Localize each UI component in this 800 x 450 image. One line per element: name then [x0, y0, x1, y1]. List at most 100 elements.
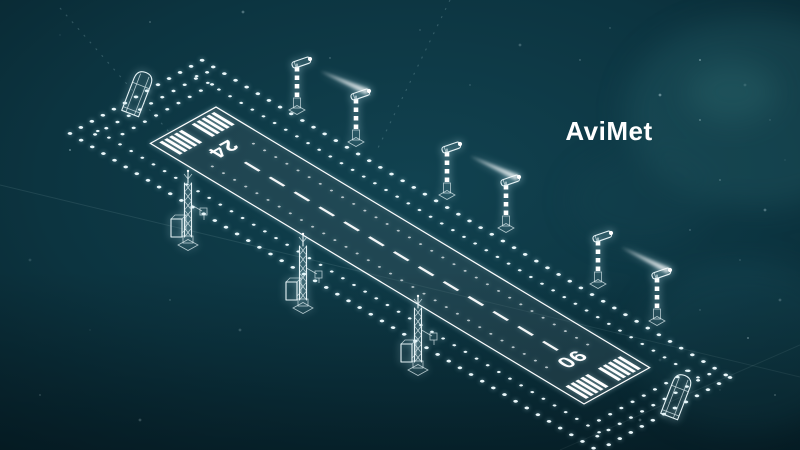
light-dot: [78, 126, 84, 129]
light-dot: [545, 266, 550, 270]
light-dot: [363, 290, 367, 293]
light-dot: [727, 376, 733, 379]
light-dot: [707, 372, 712, 376]
threshold-stripe: [580, 376, 604, 391]
light-dot: [196, 190, 200, 193]
light-dot: [234, 232, 240, 236]
light-dot: [123, 165, 129, 169]
threshold-stripe: [570, 382, 594, 397]
light-dot: [385, 223, 389, 225]
light-dot: [607, 322, 611, 325]
light-dot: [221, 172, 226, 175]
light-dot: [489, 232, 495, 236]
light-dot: [251, 223, 256, 226]
light-dot: [511, 246, 517, 250]
light-dot: [650, 418, 656, 422]
light-dot: [723, 373, 729, 377]
light-dot: [361, 175, 366, 178]
light-dot: [95, 129, 100, 133]
light-dot: [133, 95, 139, 99]
light-dot: [261, 115, 266, 118]
light-dot: [366, 159, 372, 163]
light-dot: [619, 406, 624, 410]
light-dot: [428, 215, 433, 218]
light-dot: [368, 312, 374, 316]
light-dot: [352, 203, 356, 205]
light-dot: [496, 370, 501, 374]
light-dot: [279, 259, 284, 263]
light-dot: [678, 346, 684, 350]
light-dot: [205, 71, 210, 74]
light-dot: [222, 72, 227, 75]
threshold-stripe: [565, 384, 589, 399]
light-dot: [597, 431, 601, 434]
light-dot: [628, 431, 634, 434]
light-dot: [366, 259, 370, 262]
light-dot: [705, 388, 711, 392]
light-dot: [379, 319, 385, 323]
light-dot: [468, 373, 474, 376]
brand-label: AviMet: [565, 116, 652, 146]
light-dot: [522, 253, 528, 256]
light-dot: [274, 156, 278, 158]
light-dot: [295, 135, 299, 138]
light-dot: [535, 413, 541, 417]
light-dot: [239, 101, 244, 104]
light-dot: [312, 279, 318, 283]
light-dot: [199, 58, 205, 62]
light-dot: [608, 413, 613, 416]
light-dot: [563, 411, 568, 414]
light-dot: [628, 416, 633, 419]
light-dot: [467, 219, 472, 223]
light-dot: [217, 88, 221, 91]
light-dot: [228, 95, 232, 98]
light-dot: [142, 120, 147, 123]
light-dot: [296, 169, 300, 172]
light-dot: [129, 149, 134, 153]
light-dot: [617, 422, 622, 425]
threshold-stripe: [178, 129, 203, 144]
light-dot: [534, 259, 539, 263]
light-dot: [89, 145, 95, 149]
light-dot: [508, 377, 512, 380]
light-dot: [578, 286, 584, 290]
light-dot: [497, 290, 501, 292]
light-dot: [589, 293, 595, 296]
light-dot: [411, 186, 417, 189]
sensor-light-beam: [320, 71, 370, 95]
light-dot: [346, 299, 351, 303]
light-dot: [446, 359, 452, 363]
light-dot: [255, 192, 259, 195]
light-dot: [101, 152, 106, 155]
light-dot: [406, 202, 411, 205]
light-dot: [417, 208, 422, 212]
threshold-stripe: [206, 114, 230, 129]
light-dot: [194, 75, 199, 78]
light-dot: [502, 393, 507, 396]
light-dot: [452, 263, 456, 266]
light-dot: [462, 235, 466, 238]
light-dot: [439, 222, 444, 225]
light-dot: [288, 212, 292, 215]
light-dot: [160, 95, 165, 99]
light-dot: [318, 182, 322, 185]
light-dot: [229, 210, 234, 213]
light-dot: [205, 81, 210, 84]
light-dot: [118, 143, 122, 146]
light-dot: [377, 265, 381, 268]
light-dot: [171, 89, 176, 93]
light-dot: [500, 339, 504, 342]
light-dot: [201, 212, 207, 216]
light-dot: [210, 65, 216, 69]
light-dot: [667, 340, 673, 343]
light-dot: [645, 326, 651, 330]
light-dot: [485, 283, 489, 286]
light-dot: [374, 297, 379, 300]
light-dot: [115, 120, 120, 124]
light-dot: [640, 342, 645, 346]
light-dot: [355, 152, 361, 156]
sensor-equipment: [121, 56, 694, 421]
light-dot: [263, 149, 267, 152]
light-dot: [395, 195, 400, 198]
light-dot: [584, 309, 589, 312]
